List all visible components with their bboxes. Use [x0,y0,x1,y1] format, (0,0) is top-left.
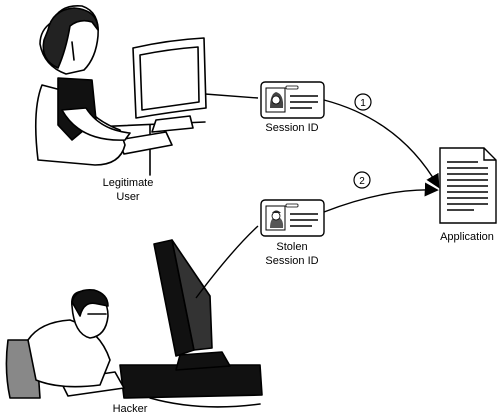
hacker-label: Hacker [112,403,148,415]
stolen-session-id-label-line2: Session ID [265,255,319,267]
stolen-session-id-label-line1: Stolen [276,241,308,253]
legitimate-user-label-line1: Legitimate [102,177,154,189]
legitimate-user-label-line2: User [116,191,140,203]
line-user-to-session-card [204,93,259,99]
step-1-number: 1 [360,98,366,109]
stolen-session-id-label: Stolen Session ID [252,240,332,268]
legitimate-user-label: Legitimate User [88,176,168,204]
step-2-number: 2 [359,176,365,187]
stolen-session-id-card-icon [260,199,325,237]
application-document-icon [439,147,497,224]
session-id-card-icon [260,81,325,119]
arrow-2-stolen-to-application [323,182,439,213]
line-hacker-to-stolen-card [195,225,259,299]
connector-lines [195,93,440,299]
step-2-marker: 2 [353,171,371,189]
step-1-marker: 1 [354,93,372,111]
hacker-figure [5,239,263,408]
application-label: Application [440,231,494,243]
session-id-label: Session ID [265,122,319,134]
arrow-1-session-to-application [323,99,440,189]
legitimate-user-figure [34,5,207,176]
